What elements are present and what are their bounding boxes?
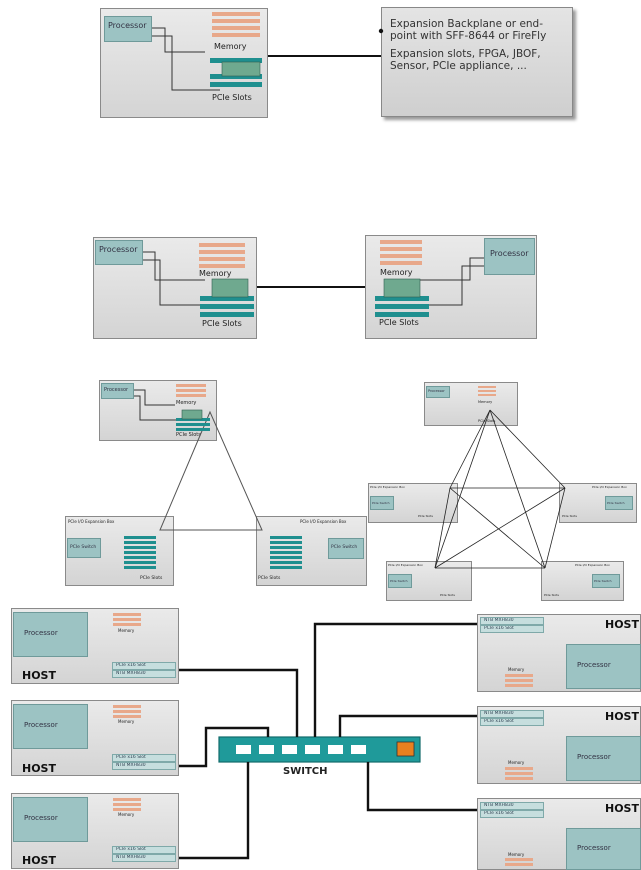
host-left-3-memory: Memory [118,812,135,817]
mesh-box-label-bl: PCIe I/O Expansion Box [388,563,423,567]
pcie-slots-label-3c: PCIe Slots [258,576,281,581]
host-left-3-slot: PCIe x16 Slot [112,846,176,854]
host-left-1-processor: Processor [13,612,88,657]
cable-1-end [378,28,384,34]
pcie-slots-label-3b: PCIe Slots [140,576,163,581]
mesh-switch-left: PCIe Switch [370,496,394,510]
cable-host-l2 [179,726,270,768]
pcie-slots-label-1: PCIe Slots [212,93,252,102]
trace-3a [134,389,175,406]
host-right-2-ntb: NTB MXH830 [480,710,544,718]
trace-2d [410,265,484,306]
host-right-2-label: HOST [605,710,639,723]
pcie-slots-label-2b: PCIe Slots [379,318,419,327]
note-line-2: Expansion slots, FPGA, JBOF, Sensor, PCI… [390,48,541,72]
processor-box-2a: Processor [95,240,143,265]
host-right-3-ntb: NTB MXH830 [480,802,544,810]
memory-label-2b: Memory [380,268,413,277]
mesh-switch-right: PCIe Switch [605,496,633,510]
host-right-3-slot: PCIe x16 Slot [480,810,544,818]
pcie-slots-label-2a: PCIe Slots [202,319,242,328]
host-left-1-slot: PCIe x16 Slot [112,662,176,670]
host-left-3-processor: Processor [13,797,88,842]
host-right-1-label: HOST [605,618,639,631]
host-left-2-ntb: NTB MXH830 [112,762,176,770]
host-left-3-label: HOST [22,854,56,867]
mesh-box-label-br: PCIe I/O Expansion Box [575,563,610,567]
trace-3b [134,395,180,421]
mesh-box-label-right: PCIe I/O Expansion Box [592,485,627,489]
mesh-processor-top: Processor [426,386,450,398]
switch-label: SWITCH [283,766,328,777]
expansion-box-label-3b: PCIe I/O Expansion Box [300,519,347,524]
mesh-slots-top: PCIe Slots [478,419,496,423]
triangle-links [159,410,263,531]
cable-host-r1 [313,622,477,737]
processor-box-3a: Processor [101,383,134,399]
trace-2b [143,259,210,306]
host-right-1-memory: Memory [508,667,525,672]
host-left-1-label: HOST [22,669,56,682]
pcie-slots-label-3a: PCIe Slots [176,432,201,438]
trace-1a [152,27,205,53]
host-right-2-memory: Memory [508,760,525,765]
host-right-2-slot: PCIe x16 Slot [480,718,544,726]
mesh-switch-bl: PCIe Switch [388,574,412,588]
switch-uplink-port [396,741,415,757]
pcie-switch-box-3b: PCIe Switch [328,538,364,559]
trace-2c [420,257,484,281]
trace-2a [143,251,205,281]
mesh-slots-left: PCIe Slots [418,514,433,518]
cable-host-l3 [179,762,250,860]
processor-box-2b: Processor [484,238,535,275]
expansion-box-label-3a: PCIe I/O Expansion Box [68,519,115,524]
host-left-2-label: HOST [22,762,56,775]
mesh-switch-br: PCIe Switch [592,574,620,588]
host-right-1-slot: PCIe x16 Slot [480,625,544,633]
trace-1b [152,35,220,91]
host-right-1-ntb: NTB MXH830 [480,617,544,625]
memory-label-1: Memory [214,42,247,51]
mesh-slots-right: PCIe Slots [562,514,577,518]
host-left-1-ntb: NTB MXH830 [112,670,176,678]
cable-host-r2 [338,714,477,737]
processor-box-1: Processor [104,16,152,42]
mesh-box-label-left: PCIe I/O Expansion Box [370,485,405,489]
host-left-3-ntb: NTB MXH830 [112,854,176,862]
host-right-3-memory: Memory [508,852,525,857]
memory-label-3a: Memory [176,400,197,406]
mesh-slots-bl: PCIe Slots [440,593,455,597]
mesh-memory-top: Memory [478,400,493,404]
memory-label-2a: Memory [199,269,232,278]
switch-ports [236,745,366,754]
expansion-note: Expansion Backplane or end-point with SF… [381,7,573,117]
cable-host-l1 [179,668,299,737]
cable-host-r3 [366,762,477,812]
note-line-1: Expansion Backplane or end-point with SF… [390,18,547,42]
host-left-2-slot: PCIe x16 Slot [112,754,176,762]
pcie-switch-box-3a: PCIe Switch [67,538,101,558]
host-left-2-processor: Processor [13,704,88,749]
host-right-3-label: HOST [605,802,639,815]
mesh-slots-br: PCIe Slots [544,593,559,597]
host-left-1-memory: Memory [118,628,135,633]
host-left-2-memory: Memory [118,719,135,724]
